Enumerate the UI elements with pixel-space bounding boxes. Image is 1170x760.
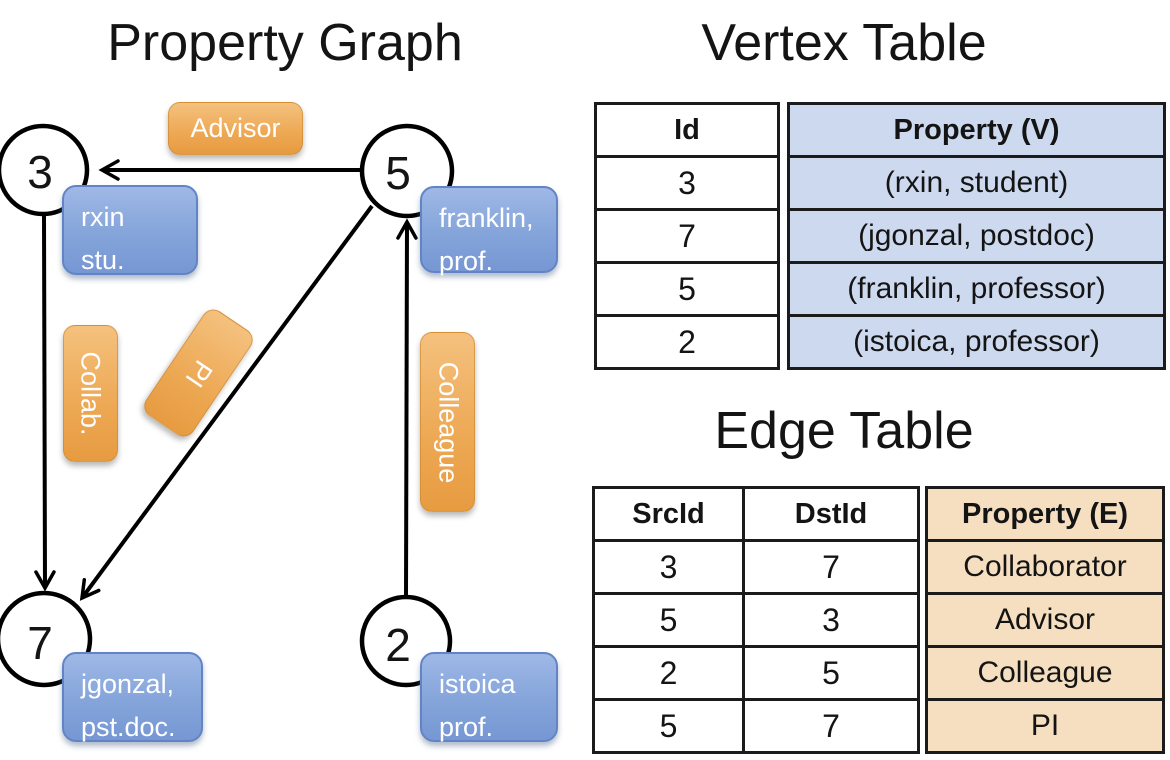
edge-label-text: Colleague: [433, 361, 463, 483]
edge-table-cell-srcid: 5: [592, 592, 745, 648]
edge-table-cell-srcid: 3: [592, 539, 745, 595]
vertex-label-line: stu.: [81, 245, 125, 275]
edge-table-header-srcid: SrcId: [592, 486, 745, 542]
edge-table-cell-property: PI: [925, 698, 1165, 754]
vertex-label-rxin: rxin stu.: [62, 185, 198, 275]
vertex-label-line: prof.: [439, 246, 494, 276]
vertex-table-cell-id: 2: [594, 314, 780, 370]
edge-colleague-arrow-2-to-5: [396, 218, 418, 597]
vertex-table-title: Vertex Table: [701, 14, 987, 72]
vertex-label-line: pst.doc.: [81, 712, 176, 742]
node-5-id: 5: [385, 147, 411, 199]
node-3-id: 3: [27, 146, 53, 198]
vertex-table-header-id: Id: [594, 102, 780, 158]
vertex-table-cell-property: (istoica, professor): [787, 314, 1166, 370]
edge-table-header-dstid: DstId: [742, 486, 920, 542]
vertex-table-cell-property: (rxin, student): [787, 155, 1166, 211]
edge-table-title: Edge Table: [714, 402, 974, 460]
edge-table-cell-dstid: 7: [742, 539, 920, 595]
edge-label-colleague: Colleague: [420, 332, 475, 512]
edge-table-cell-srcid: 5: [592, 698, 745, 754]
node-7-id: 7: [27, 617, 53, 669]
vertex-table-cell-property: (jgonzal, postdoc): [787, 208, 1166, 264]
edge-table-header-property: Property (E): [925, 486, 1165, 542]
property-graph-title: Property Graph: [107, 14, 463, 72]
edge-table-cell-dstid: 5: [742, 645, 920, 701]
vertex-table-cell-property: (franklin, professor): [787, 261, 1166, 317]
vertex-label-franklin: franklin, prof.: [420, 186, 558, 276]
vertex-label-line: prof.: [439, 712, 494, 742]
vertex-label-istoica: istoica prof.: [420, 652, 558, 742]
vertex-table-cell-id: 3: [594, 155, 780, 211]
edge-table-cell-property: Advisor: [925, 592, 1165, 648]
edge-table-cell-dstid: 3: [742, 592, 920, 648]
edge-label-text: PI: [179, 354, 219, 393]
vertex-table-cell-id: 7: [594, 208, 780, 264]
edge-table-cell-srcid: 2: [592, 645, 745, 701]
node-2-id: 2: [385, 619, 411, 671]
vertex-label-line: rxin: [81, 202, 125, 232]
edge-table-id-columns: SrcId DstId 3 7 5 3 2 5 5 7: [592, 486, 920, 754]
vertex-label-line: jgonzal,: [81, 669, 175, 699]
edge-table-cell-property: Collaborator: [925, 539, 1165, 595]
vertex-table-id-column: Id 3 7 5 2: [594, 102, 780, 370]
edge-collab-arrow-3-to-7: [34, 215, 56, 592]
vertex-table-header-property: Property (V): [787, 102, 1166, 158]
edge-table-cell-property: Colleague: [925, 645, 1165, 701]
vertex-label-line: franklin,: [439, 203, 534, 233]
edge-label-collab: Collab.: [63, 325, 118, 462]
edge-label-text: Collab.: [76, 351, 107, 436]
edge-table-property-column: Property (E) Collaborator Advisor Collea…: [925, 486, 1165, 754]
vertex-label-line: istoica: [439, 669, 516, 699]
edge-pi-arrow-5-to-7: [79, 204, 374, 601]
vertex-label-jgonzal: jgonzal, pst.doc.: [62, 652, 203, 742]
edge-label-text: Advisor: [190, 113, 281, 143]
vertex-table-property-column: Property (V) (rxin, student) (jgonzal, p…: [787, 102, 1166, 370]
edge-table-cell-dstid: 7: [742, 698, 920, 754]
vertex-table-cell-id: 5: [594, 261, 780, 317]
edge-label-advisor: Advisor: [168, 102, 303, 155]
